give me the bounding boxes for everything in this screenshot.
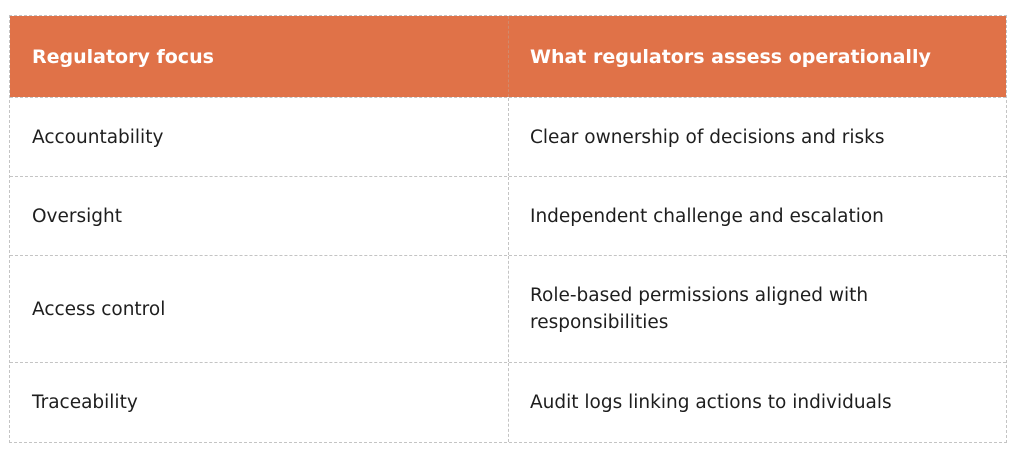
focus-cell: Oversight [10,177,509,255]
regulatory-table: Regulatory focus What regulators assess … [9,15,1007,443]
table-row: Oversight Independent challenge and esca… [10,176,1006,255]
header-regulatory-focus: Regulatory focus [10,16,509,97]
header-what-regulators-assess: What regulators assess operationally [530,45,931,68]
assessment-cell: Audit logs linking actions to individual… [530,392,892,413]
table-row: Traceability Audit logs linking actions … [10,362,1006,442]
focus-cell: Accountability [10,98,509,176]
assessment-cell: Clear ownership of decisions and risks [530,126,885,148]
table-row: Access control Role-based permissions al… [10,255,1006,362]
table-header-row: Regulatory focus What regulators assess … [10,16,1006,97]
assessment-cell: Role-based permissions aligned with resp… [530,285,869,333]
focus-cell: Access control [10,256,509,362]
assessment-cell: Independent challenge and escalation [530,205,884,227]
table-row: Accountability Clear ownership of decisi… [10,97,1006,176]
focus-cell: Traceability [10,363,509,442]
